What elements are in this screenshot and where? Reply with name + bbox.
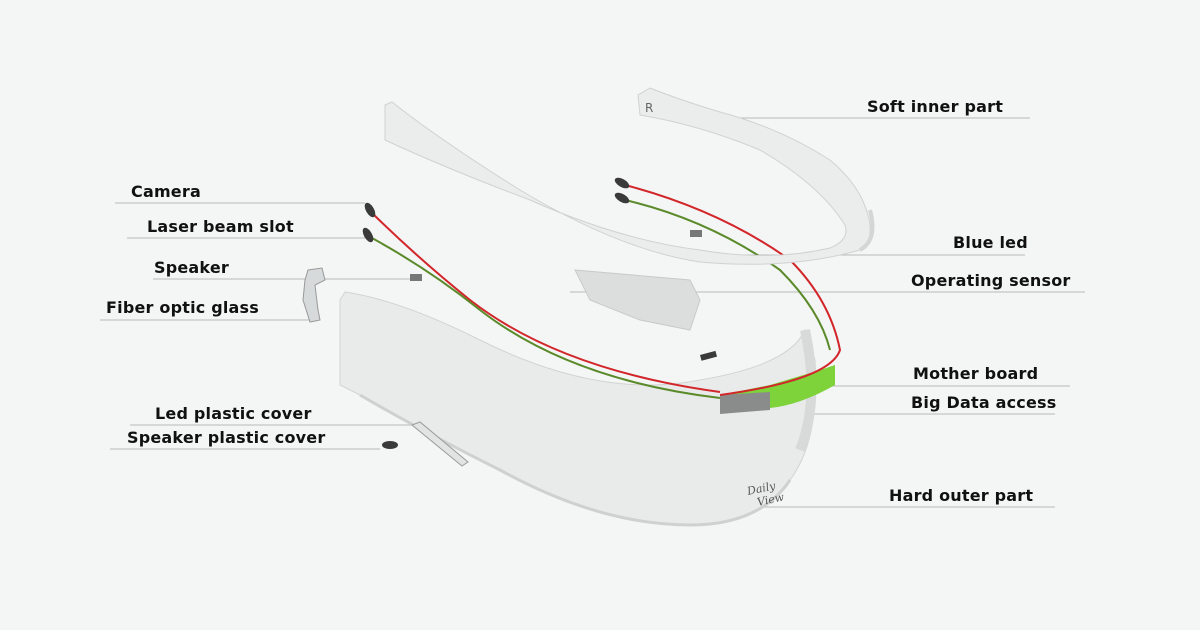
- label-soft-inner-part: Soft inner part: [867, 97, 1004, 116]
- logo-line1: Daily: [745, 479, 777, 498]
- label-hard-outer-part: Hard outer part: [889, 486, 1034, 505]
- operating-sensor: [574, 269, 701, 331]
- led-plastic-cover: [382, 441, 398, 449]
- logo-line2: View: [756, 490, 786, 508]
- label-speaker-plastic-cover: Speaker plastic cover: [127, 428, 326, 447]
- speaker-plastic-cover: [411, 421, 469, 467]
- label-mother-board: Mother board: [913, 364, 1039, 383]
- fiber-optic-glass: [302, 267, 326, 323]
- connectors: [362, 177, 718, 449]
- label-fiber-optic-glass: Fiber optic glass: [106, 298, 259, 317]
- label-big-data-access: Big Data access: [911, 393, 1057, 412]
- soft-inner-part: [384, 87, 875, 265]
- side-letter: R: [645, 101, 653, 115]
- label-laser-beam-slot: Laser beam slot: [147, 217, 294, 236]
- label-led-plastic-cover: Led plastic cover: [155, 404, 312, 423]
- wires: [371, 184, 842, 399]
- label-speaker: Speaker: [154, 258, 229, 277]
- label-blue-led: Blue led: [953, 233, 1028, 252]
- label-operating-sensor: Operating sensor: [911, 271, 1071, 290]
- label-camera: Camera: [131, 182, 201, 201]
